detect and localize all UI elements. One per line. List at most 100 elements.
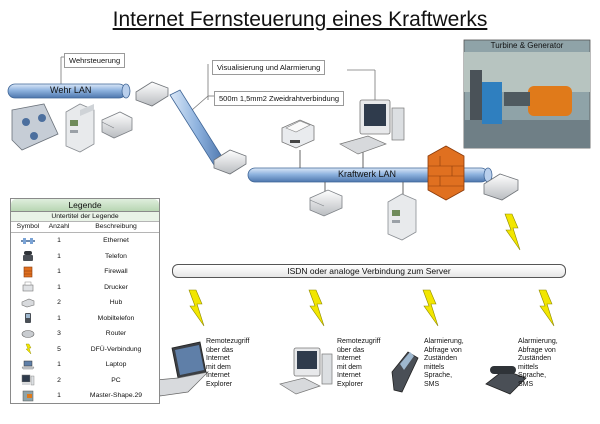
- note-line: Remotezugriff: [206, 338, 250, 345]
- note-line: mit dem: [206, 363, 231, 371]
- router-right: [483, 173, 519, 201]
- legend-row: 2 PC: [11, 373, 159, 389]
- callout-visualisierung: Visualisierung und Alarmierung: [212, 60, 326, 75]
- note-line: Remotezugriff: [337, 338, 381, 345]
- legend-description: Firewall: [104, 268, 128, 275]
- printer-icon: [22, 282, 34, 292]
- legend-header-row: Symbol Anzahl Beschreibung: [11, 222, 159, 233]
- legend-count: 1: [57, 252, 61, 260]
- legend-description: Laptop: [105, 361, 127, 368]
- legend-description: Mobiltelefon: [97, 314, 135, 322]
- legend-count: 5: [57, 345, 61, 353]
- note-line: Internet: [337, 372, 361, 380]
- router-center: [213, 149, 247, 175]
- legend-row: 1 Drucker: [11, 280, 159, 296]
- legend-row: 1 Firewall: [11, 264, 159, 280]
- alarm-note-mobile: Alarmierung, Abfrage von Zuständen mitte…: [424, 338, 476, 390]
- legend-count: 2: [57, 299, 61, 306]
- callout-wehrsteuerung: Wehrsteuerung: [64, 53, 126, 68]
- laptop: [155, 341, 210, 397]
- kraftwerk-lan-label: Kraftwerk LAN: [338, 169, 397, 179]
- hub-wehr: [101, 111, 133, 139]
- legend-col-symbol: Symbol: [16, 223, 40, 230]
- note-line: über das: [206, 346, 234, 354]
- router-icon: [21, 329, 35, 338]
- turbine-photo: [463, 39, 591, 149]
- legend-row: 1 Telefon: [11, 249, 159, 265]
- legend-row: 1 Ethernet: [11, 233, 159, 249]
- remote-note-laptop: Remotezugriff über das Internet mit dem …: [206, 338, 258, 390]
- legend-description: Router: [105, 330, 127, 337]
- legend-description: Hub: [109, 299, 123, 306]
- telephone-icon: [23, 251, 33, 262]
- note-line: Explorer: [337, 380, 364, 388]
- legend-description: DFÜ-Verbindung: [90, 345, 142, 353]
- hub-icon: [21, 298, 35, 308]
- lan-drops: [299, 150, 404, 196]
- legend-title: Legende: [11, 199, 159, 212]
- visualisation-pc: [339, 99, 405, 155]
- legend: Legende Untertitel der Legende Symbol An…: [10, 198, 160, 404]
- note-line: Zuständen: [518, 355, 552, 363]
- mobile-phone-icon: [25, 313, 31, 324]
- legend-row: 5 DFÜ-Verbindung: [11, 342, 159, 358]
- legend-description: Ethernet: [103, 237, 129, 244]
- remote-note-pc: Remotezugriff über das Internet mit dem …: [337, 338, 389, 390]
- hub-kraftwerk: [309, 189, 343, 217]
- legend-row: 1 Mobiltelefon: [11, 311, 159, 327]
- legend-row: 1 Master-Shape.29: [11, 388, 159, 404]
- lightning-icon: [504, 213, 521, 251]
- lightning-icon: [538, 289, 555, 327]
- lightning-icon: [422, 289, 439, 327]
- legend-row: 1 Laptop: [11, 357, 159, 373]
- legend-count: 1: [57, 361, 61, 368]
- wehr-lan-pipe: [7, 83, 131, 99]
- legend-col-description: Beschreibung: [95, 223, 137, 230]
- legend-count: 1: [57, 283, 61, 291]
- note-line: Sprache,: [424, 372, 453, 380]
- mobile-phone: [391, 351, 419, 393]
- desk-telephone: [485, 366, 527, 395]
- note-line: Abfrage von: [424, 346, 462, 354]
- remote-pc: [279, 347, 333, 395]
- plc-module-wehr: [65, 103, 95, 153]
- lightning-icon: [25, 344, 32, 355]
- lightning-icon: [188, 289, 205, 327]
- callout-zweidraht: 500m 1,5mm2 Zweidrahtverbindung: [214, 91, 345, 106]
- laptop-icon: [21, 360, 35, 369]
- legend-count: 1: [57, 268, 61, 275]
- printer: [281, 119, 315, 149]
- legend-row: 2 Hub: [11, 295, 159, 311]
- note-line: Alarmierung,: [424, 338, 464, 345]
- wehrsteuerung-plate: [11, 103, 59, 151]
- legend-count: 3: [57, 330, 61, 337]
- note-line: Zuständen: [424, 355, 458, 363]
- firewall: [427, 145, 465, 201]
- lightning-icon: [308, 289, 325, 327]
- ethernet-icon: [21, 237, 35, 244]
- plc-module-kraftwerk: [387, 193, 417, 241]
- note-line: mit dem: [337, 363, 362, 371]
- isdn-connection-bar: ISDN oder analoge Verbindung zum Server: [172, 264, 566, 278]
- firewall-icon: [23, 266, 33, 278]
- legend-count: 1: [57, 237, 61, 244]
- note-line: Abfrage von: [518, 346, 556, 354]
- master-shape-icon: [22, 390, 34, 401]
- legend-count: 1: [57, 392, 61, 399]
- dfu-bolts: [188, 213, 555, 327]
- callout-lines: [60, 56, 376, 112]
- note-line: Alarmierung,: [518, 338, 558, 345]
- note-line: Sprache,: [518, 372, 547, 380]
- legend-description: Telefon: [105, 252, 127, 260]
- legend-col-count: Anzahl: [48, 223, 70, 230]
- note-line: mittels: [518, 363, 539, 371]
- note-line: Explorer: [206, 380, 233, 388]
- note-line: über das: [337, 346, 365, 354]
- legend-subtitle: Untertitel der Legende: [11, 212, 159, 222]
- legend-count: 2: [57, 376, 61, 384]
- pc-icon: [21, 375, 35, 386]
- turbine-photo-label: Turbine & Generator: [490, 41, 564, 50]
- note-line: Internet: [206, 372, 230, 380]
